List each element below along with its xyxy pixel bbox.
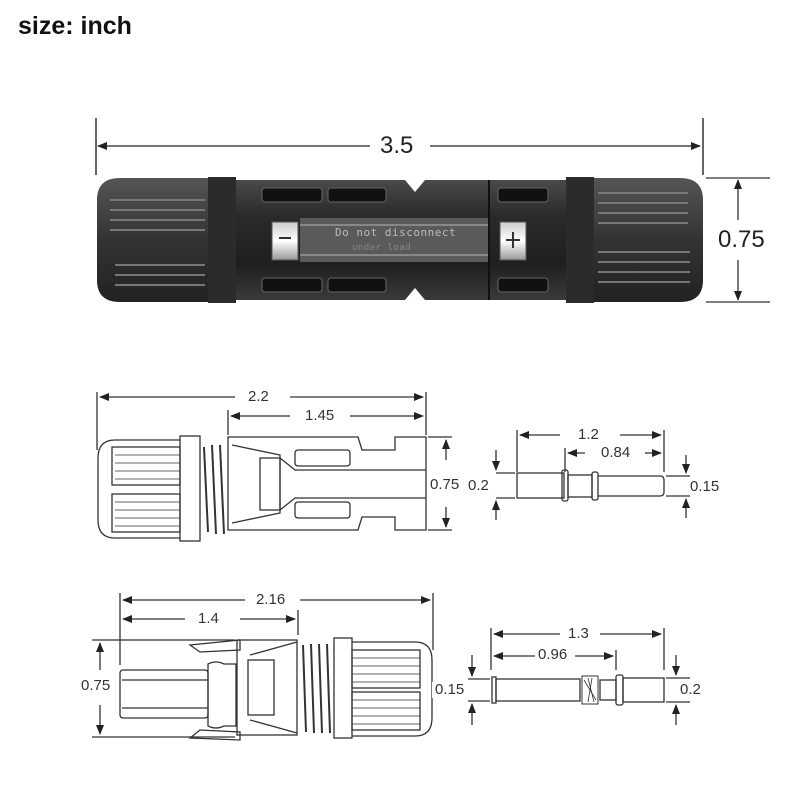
units-title: size: inch — [18, 12, 132, 40]
dim-male-body: 1.4 — [195, 611, 222, 627]
dim-female-pin-overall: 1.2 — [575, 427, 602, 443]
dim-assembled-length: 3.5 — [374, 133, 420, 159]
female-pin-drawing — [492, 430, 690, 520]
dim-male-diameter: 0.75 — [78, 678, 114, 694]
dim-female-body: 1.45 — [302, 408, 338, 424]
dim-male-overall: 2.16 — [253, 592, 289, 608]
dim-male-pin-barrel: 0.2 — [677, 682, 704, 698]
dim-male-pin-shaft-dia: 0.15 — [432, 682, 468, 698]
male-pin-drawing — [468, 628, 690, 725]
dim-male-pin-shaft: 0.96 — [535, 647, 571, 663]
dim-female-pin-tip: 0.84 — [598, 445, 634, 461]
dim-female-diameter: 0.75 — [427, 477, 463, 493]
dim-female-pin-barrel: 0.2 — [465, 478, 492, 494]
dim-female-overall: 2.2 — [245, 389, 272, 405]
female-connector-drawing — [96, 392, 452, 542]
engraving-text: Do not disconnect — [335, 226, 457, 239]
assembled-connector — [95, 118, 770, 303]
male-connector-drawing — [92, 593, 434, 741]
engraving-text-2: under load — [352, 243, 412, 253]
dim-female-pin-tip-dia: 0.15 — [687, 479, 723, 495]
dim-assembled-diameter: 0.75 — [712, 227, 771, 253]
dim-male-pin-overall: 1.3 — [565, 626, 592, 642]
